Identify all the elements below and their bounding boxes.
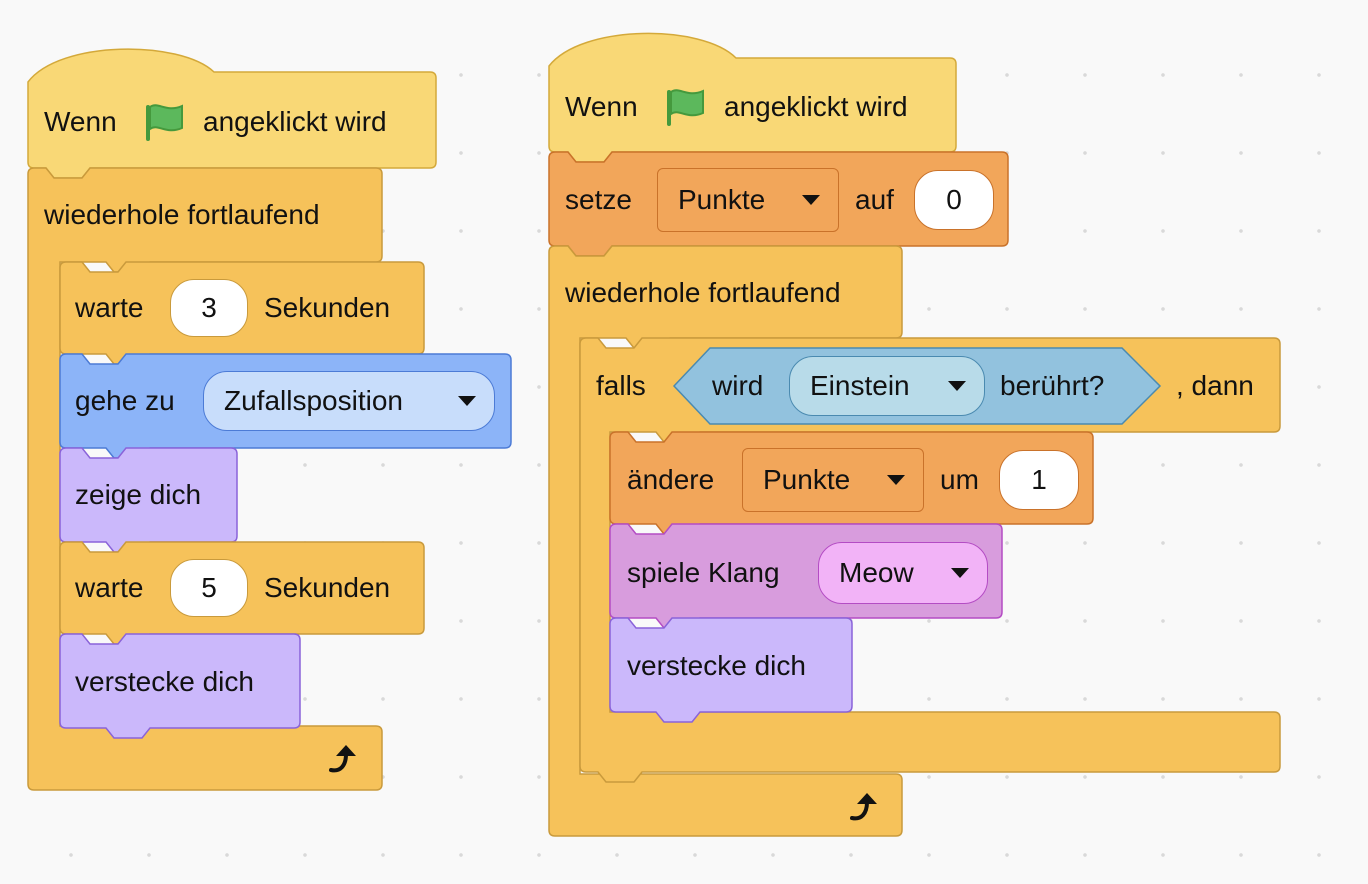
green-flag-icon: [146, 104, 183, 141]
change-label: ändere: [627, 464, 715, 495]
touching-label: wird: [712, 370, 764, 401]
touching-object-value: Einstein: [810, 370, 910, 401]
hide-block-2[interactable]: [609, 617, 853, 723]
goto-target-value: Zufallsposition: [224, 385, 403, 416]
wait-seconds-input[interactable]: 5: [170, 559, 248, 617]
by-label: um: [940, 464, 979, 495]
chevron-down-icon: [948, 381, 966, 391]
hide-block-1[interactable]: [59, 633, 301, 739]
set-value-input[interactable]: 0: [914, 170, 994, 230]
touched-label: berührt?: [1000, 370, 1105, 401]
goto-label: gehe zu: [75, 385, 175, 416]
chevron-down-icon: [802, 195, 820, 205]
chevron-down-icon: [951, 568, 969, 578]
touching-object-dropdown[interactable]: Einstein: [789, 356, 985, 416]
forever-block-2[interactable]: [548, 245, 903, 837]
chevron-down-icon: [458, 396, 476, 406]
hat-when-label: Wenn: [44, 106, 117, 137]
hat-clicked-label: angeklickt wird: [724, 91, 908, 122]
play-sound-label: spiele Klang: [627, 557, 780, 588]
hide-label: verstecke dich: [627, 650, 806, 681]
seconds-label: Sekunden: [264, 572, 391, 603]
variable-dropdown[interactable]: Punkte: [657, 168, 839, 232]
show-label: zeige dich: [75, 479, 202, 510]
sound-name: Meow: [839, 557, 914, 588]
wait-seconds-input[interactable]: 3: [170, 279, 248, 337]
loop-arrow-icon: [329, 745, 356, 773]
seconds-label: Sekunden: [264, 292, 391, 323]
if-block[interactable]: [579, 337, 1281, 783]
wait-label: warte: [75, 292, 144, 323]
then-label: , dann: [1176, 370, 1254, 401]
hat-when-label: Wenn: [565, 91, 638, 122]
change-value-input[interactable]: 1: [999, 450, 1079, 510]
sound-dropdown[interactable]: Meow: [818, 542, 988, 604]
forever-label: wiederhole fortlaufend: [565, 277, 841, 308]
hide-label: verstecke dich: [75, 666, 254, 697]
set-label: setze: [565, 184, 632, 215]
to-label: auf: [855, 184, 894, 215]
green-flag-icon: [667, 89, 704, 126]
wait-label: warte: [75, 572, 144, 603]
forever-label: wiederhole fortlaufend: [44, 199, 320, 230]
variable-dropdown[interactable]: Punkte: [742, 448, 924, 512]
if-label: falls: [596, 370, 646, 401]
loop-arrow-icon: [850, 793, 877, 821]
chevron-down-icon: [887, 475, 905, 485]
variable-name: Punkte: [678, 184, 766, 215]
goto-target-dropdown[interactable]: Zufallsposition: [203, 371, 495, 431]
variable-name: Punkte: [763, 464, 851, 495]
hat-clicked-label: angeklickt wird: [203, 106, 387, 137]
